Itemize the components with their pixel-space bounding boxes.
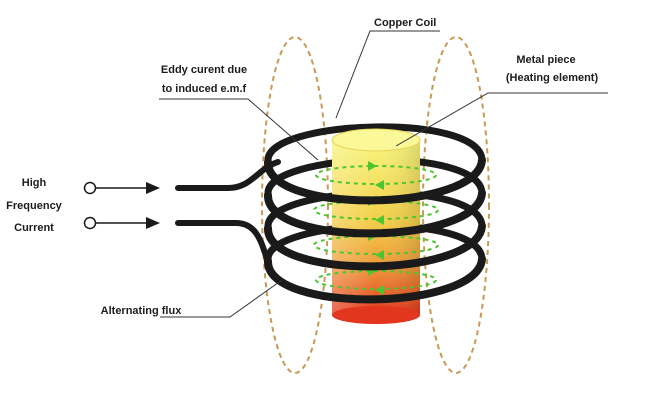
flux-loop-right xyxy=(422,36,490,374)
label-current: Current xyxy=(14,222,54,234)
arrow-right-icon xyxy=(146,182,160,194)
label-frequency: Frequency xyxy=(6,200,63,212)
arrow-right-icon xyxy=(146,217,160,229)
terminal-icon xyxy=(83,216,97,230)
cylinder-top-face xyxy=(331,128,421,152)
leader-lines xyxy=(159,30,608,318)
input-terminals xyxy=(83,181,160,230)
copper-coil-front-turns xyxy=(263,156,486,304)
eddy-arrow-icon xyxy=(375,180,384,190)
terminal-icon xyxy=(83,181,97,195)
label-metal-piece: Metal piece xyxy=(516,54,575,66)
eddy-arrow-icon xyxy=(368,161,377,171)
label-high: High xyxy=(22,177,47,189)
label-alternating-flux: Alternating flux xyxy=(101,305,183,317)
label-eddy-current-line1: Eddy curent due xyxy=(161,64,247,76)
metal-piece-cylinder xyxy=(331,128,421,324)
flux-loop-left xyxy=(261,36,329,374)
eddy-arrow-icon xyxy=(375,250,384,260)
label-copper-coil: Copper Coil xyxy=(374,17,436,29)
label-heating-element: (Heating element) xyxy=(506,72,599,84)
eddy-arrow-icon xyxy=(375,285,384,295)
label-eddy-current-line2: to induced e.m.f xyxy=(162,83,247,95)
eddy-arrow-icon xyxy=(375,215,384,225)
